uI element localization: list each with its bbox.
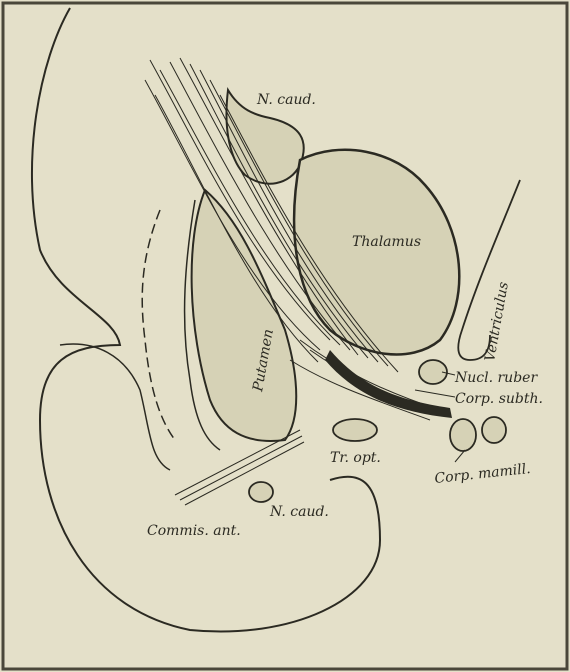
caudate-nucleus-bottom [249,482,273,502]
label-nucl-ruber: Nucl. ruber [454,370,538,386]
mamillary-body-left [450,419,476,451]
mamillary-body-right [482,417,506,443]
label-n-caud-bottom: N. caud. [269,504,329,520]
label-tr-opt: Tr. opt. [330,450,381,466]
optic-tract [333,419,377,441]
label-corp-subth: Corp. subth. [455,391,543,407]
label-thalamus: Thalamus [352,234,421,250]
label-n-caud-top: N. caud. [256,92,316,108]
label-commis-ant: Commis. ant. [147,523,241,539]
